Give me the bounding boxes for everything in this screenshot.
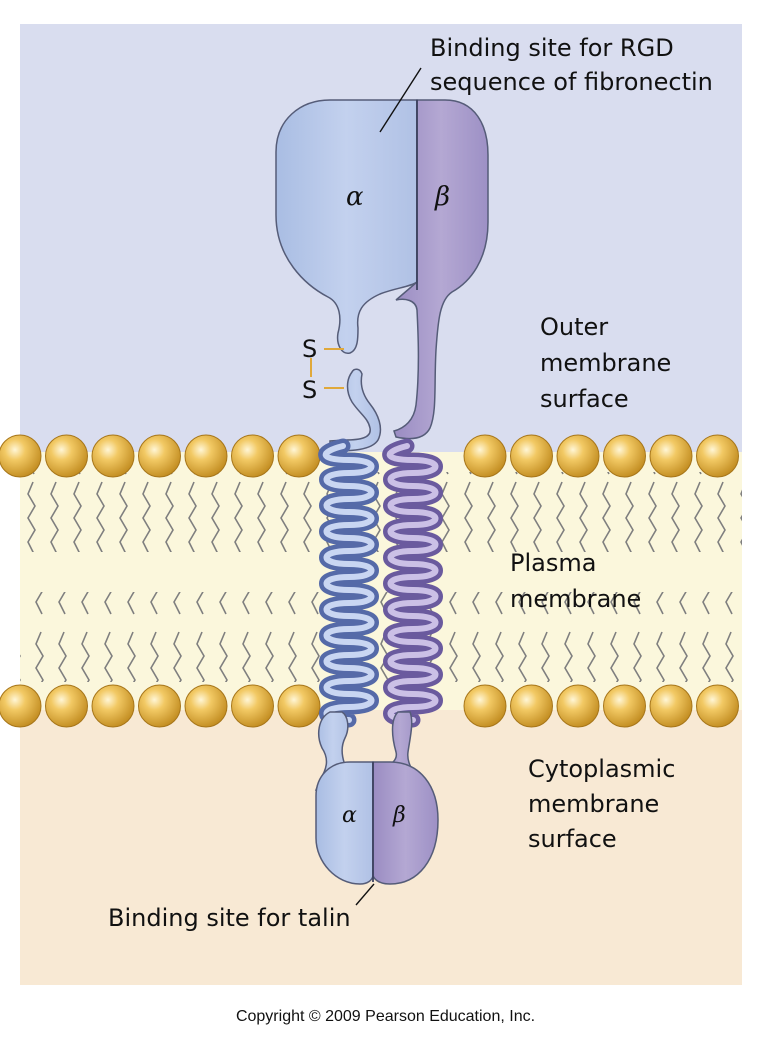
outer-label-line2: membrane [540, 349, 671, 377]
lipid-head [184, 434, 228, 478]
lipid-head [277, 684, 321, 728]
lipid-head [0, 684, 42, 728]
alpha-helix-highlight [322, 443, 375, 723]
beta-cytoplasmic-domain [372, 761, 439, 885]
alpha-subunit-head [275, 99, 418, 354]
alpha-cytoplasmic-domain [315, 761, 374, 885]
lipid-head [649, 434, 693, 478]
lipid-head [45, 434, 88, 478]
lipid-tails-lower [20, 592, 742, 682]
lipid-head [0, 434, 42, 478]
lipid-head [463, 684, 507, 728]
disulfide-s-lower: S [302, 376, 317, 404]
lipid-head [231, 434, 274, 478]
lipid-head [184, 684, 228, 728]
plasma-label-line1: Plasma [510, 549, 596, 577]
lipid-head [649, 684, 693, 728]
lipid-head [138, 684, 181, 728]
lipid-head [696, 434, 739, 478]
lipid-heads-outer-leaflet [0, 434, 739, 478]
lipid-head [91, 434, 135, 478]
lipid-head [556, 434, 600, 478]
beta-label-top: β [434, 182, 450, 212]
rgd-pointer-line [379, 67, 422, 133]
beta-label-bottom: β [392, 803, 406, 828]
lipid-head [603, 684, 646, 728]
lipid-head [45, 684, 88, 728]
lipid-head [138, 434, 181, 478]
disulfide-s-upper: S [302, 335, 317, 363]
talin-pointer-line [355, 883, 375, 906]
alpha-label-top: α [346, 182, 364, 212]
lipid-head [91, 684, 135, 728]
lipid-head [231, 684, 274, 728]
rgd-site-label-line2: sequence of fibronectin [430, 68, 713, 96]
lipid-head [463, 434, 507, 478]
lipid-tails-upper [20, 472, 742, 552]
lipid-head [696, 684, 739, 728]
lipid-head [603, 434, 646, 478]
cyto-label-line2: membrane [528, 790, 659, 818]
cyto-label-line3: surface [528, 825, 617, 853]
beta-helix-highlight [386, 443, 439, 723]
outer-label-line1: Outer [540, 313, 608, 341]
lipid-head [510, 684, 553, 728]
alpha-label-bottom: α [342, 803, 357, 828]
outer-label-line3: surface [540, 385, 629, 413]
plasma-label-line2: membrane [510, 585, 641, 613]
lipid-heads-inner-leaflet [0, 684, 739, 728]
lipid-head [556, 684, 600, 728]
cyto-label-line1: Cytoplasmic [528, 755, 675, 783]
rgd-site-label-line1: Binding site for RGD [430, 34, 674, 62]
lipid-head [277, 434, 321, 478]
lipid-head [510, 434, 553, 478]
copyright-notice: Copyright © 2009 Pearson Education, Inc. [235, 1008, 536, 1025]
talin-site-label: Binding site for talin [108, 904, 351, 932]
